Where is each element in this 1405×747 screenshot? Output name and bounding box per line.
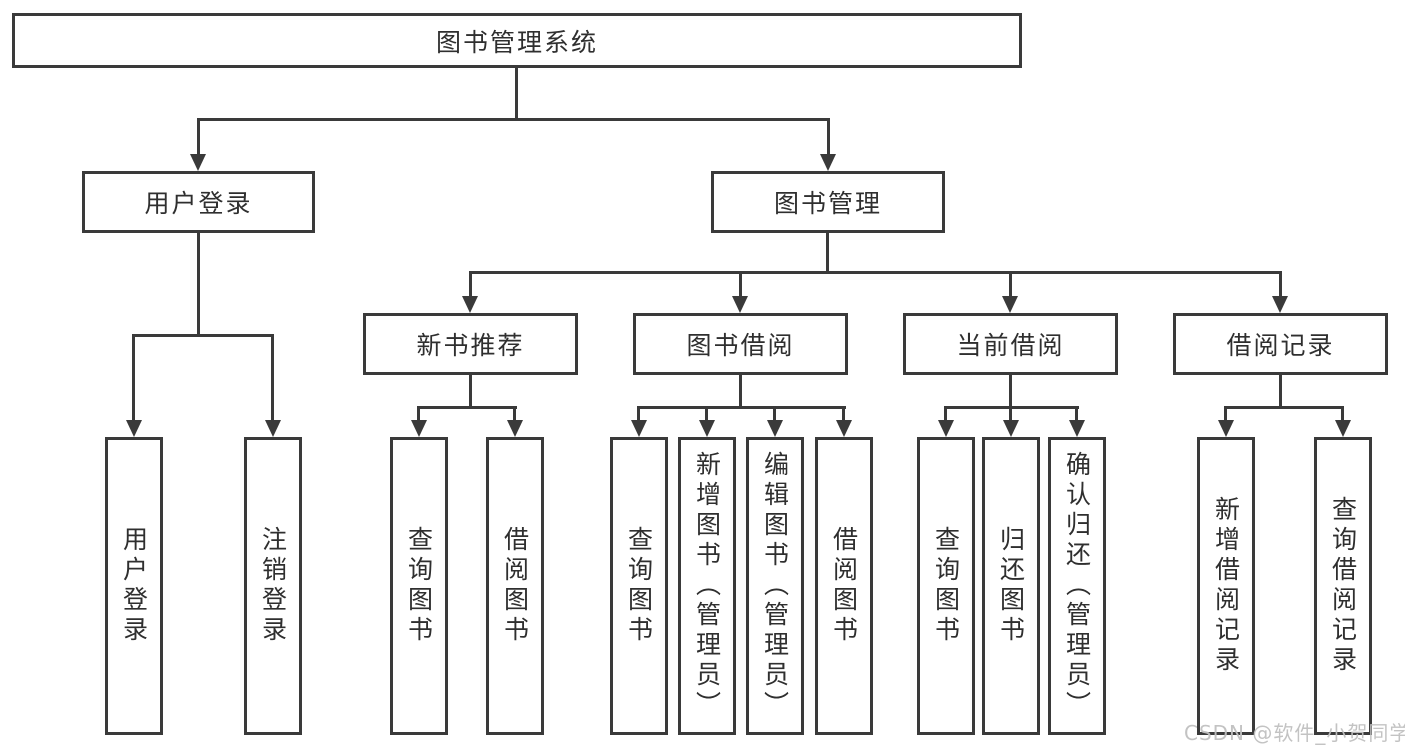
leaf-borrow-book: 借阅图书 xyxy=(815,437,873,735)
leaf-query-book-current: 查询图书 xyxy=(917,437,975,735)
connector-line xyxy=(515,68,518,120)
node-root: 图书管理系统 xyxy=(12,13,1022,68)
node-current-borrow: 当前借阅 xyxy=(903,313,1118,375)
connector-line xyxy=(197,233,200,336)
leaf-return-book: 归还图书 xyxy=(982,437,1040,735)
connector-line xyxy=(271,336,274,421)
connector-line xyxy=(1224,408,1227,422)
arrow-down-icon xyxy=(836,420,852,437)
arrow-down-icon xyxy=(1003,420,1019,437)
connector-line xyxy=(739,375,742,409)
leaf-confirm-return-admin: 确认归还（管理员） xyxy=(1048,437,1106,735)
connector-line xyxy=(1009,408,1012,422)
arrow-down-icon xyxy=(507,420,523,437)
node-borrow-records: 借阅记录 xyxy=(1173,313,1388,375)
connector-line xyxy=(944,406,1079,409)
node-new-book-recommend: 新书推荐 xyxy=(363,313,578,375)
arrow-down-icon xyxy=(265,420,281,437)
connector-line xyxy=(944,408,947,422)
leaf-logout: 注销登录 xyxy=(244,437,302,735)
connector-line xyxy=(417,406,517,409)
connector-line xyxy=(132,334,274,337)
connector-line xyxy=(1009,375,1012,409)
connector-line xyxy=(1009,273,1012,298)
connector-line xyxy=(513,408,516,422)
connector-line xyxy=(417,408,420,422)
node-book-borrow: 图书借阅 xyxy=(633,313,848,375)
arrow-down-icon xyxy=(1218,420,1234,437)
arrow-down-icon xyxy=(699,420,715,437)
arrow-down-icon xyxy=(1272,296,1288,313)
arrow-down-icon xyxy=(820,154,836,171)
arrow-down-icon xyxy=(631,420,647,437)
connector-line xyxy=(1279,375,1282,409)
connector-line xyxy=(1075,408,1078,422)
arrow-down-icon xyxy=(1335,420,1351,437)
connector-line xyxy=(469,271,1282,274)
leaf-borrow-book-recommend: 借阅图书 xyxy=(486,437,544,735)
node-user-login: 用户登录 xyxy=(82,171,315,233)
connector-line xyxy=(132,336,135,421)
arrow-down-icon xyxy=(767,420,783,437)
connector-line xyxy=(1224,406,1344,409)
csdn-watermark: CSDN @软件_小贺同学 xyxy=(1184,721,1405,745)
connector-line xyxy=(739,273,742,298)
connector-line xyxy=(826,233,829,273)
arrow-down-icon xyxy=(462,296,478,313)
connector-line xyxy=(637,408,640,422)
arrow-down-icon xyxy=(1002,296,1018,313)
connector-line xyxy=(827,120,830,156)
connector-line xyxy=(197,118,830,121)
leaf-query-book-borrow: 查询图书 xyxy=(610,437,668,735)
arrow-down-icon xyxy=(732,296,748,313)
arrow-down-icon xyxy=(938,420,954,437)
arrow-down-icon xyxy=(411,420,427,437)
connector-line xyxy=(197,120,200,156)
arrow-down-icon xyxy=(126,420,142,437)
connector-line xyxy=(773,408,776,422)
leaf-add-borrow-record: 新增借阅记录 xyxy=(1197,437,1255,735)
connector-line xyxy=(842,408,845,422)
connector-line xyxy=(637,406,846,409)
arrow-down-icon xyxy=(1069,420,1085,437)
connector-line xyxy=(1279,273,1282,298)
connector-line xyxy=(1341,408,1344,422)
leaf-user-login: 用户登录 xyxy=(105,437,163,735)
connector-line xyxy=(469,375,472,409)
leaf-query-book-recommend: 查询图书 xyxy=(390,437,448,735)
node-book-management: 图书管理 xyxy=(711,171,945,233)
leaf-query-borrow-record: 查询借阅记录 xyxy=(1314,437,1372,735)
connector-line xyxy=(469,273,472,298)
arrow-down-icon xyxy=(190,154,206,171)
leaf-add-book-admin: 新增图书（管理员） xyxy=(678,437,736,735)
connector-line xyxy=(705,408,708,422)
leaf-edit-book-admin: 编辑图书（管理员） xyxy=(746,437,804,735)
